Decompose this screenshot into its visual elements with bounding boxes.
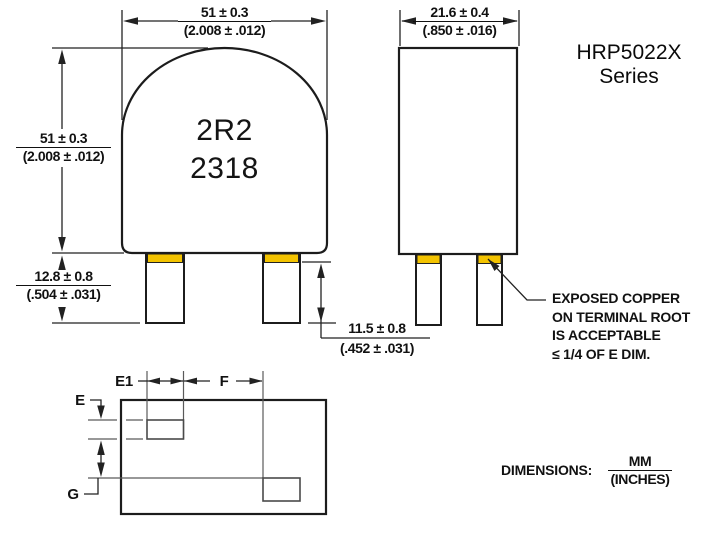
- label-g: G: [67, 486, 79, 503]
- component-marking: 2R2 2318: [122, 112, 327, 188]
- footprint-pad-2: [262, 477, 301, 502]
- series-word: Series: [599, 64, 659, 88]
- dim-mm: 51 ± 0.3: [39, 130, 88, 146]
- side-terminal-right: [476, 253, 503, 326]
- side-copper-left: [416, 254, 441, 264]
- side-body: [397, 46, 519, 256]
- exposed-copper-leader: [487, 258, 546, 301]
- units-inches: (INCHES): [610, 471, 670, 487]
- dimensions-label: DIMENSIONS:: [501, 462, 593, 478]
- label-e: E: [75, 392, 85, 409]
- note-line: EXPOSED COPPER: [552, 290, 680, 306]
- marking-datecode: 2318: [190, 152, 259, 185]
- front-height-dimension: 51 ± 0.3 (2.008 ± .012): [16, 131, 111, 164]
- series-title: HRP5022X Series: [556, 41, 702, 88]
- series-name: HRP5022X: [576, 41, 682, 64]
- fraction-bar: [16, 285, 111, 286]
- front-lead-dimension: 12.8 ± 0.8 (.504 ± .031): [16, 269, 111, 302]
- fraction-bar: [413, 21, 506, 22]
- front-terminal-right: [262, 252, 301, 324]
- arrowhead: [123, 17, 138, 25]
- front-terminal-left: [145, 252, 185, 324]
- footprint-pad-1: [146, 419, 185, 440]
- note-line: IS ACCEPTABLE: [552, 327, 661, 343]
- side-copper-right: [477, 254, 502, 264]
- front-view: [120, 46, 329, 324]
- front-copper-left: [147, 253, 183, 263]
- note-line: ON TERMINAL ROOT: [552, 308, 691, 325]
- fraction-bar: [16, 147, 111, 148]
- units-mm: MM: [628, 453, 652, 469]
- exposed-copper-note: EXPOSED COPPER ON TERMINAL ROOT IS ACCEP…: [552, 289, 690, 363]
- dim-inches: (2.008 ± .012): [22, 148, 105, 164]
- side-view: [397, 46, 519, 326]
- fraction-bar: [178, 21, 271, 22]
- units-fraction: MM (INCHES): [608, 454, 672, 487]
- front-height-dim-lines: [52, 47, 208, 254]
- dim-mm: 21.6 ± 0.4: [430, 4, 489, 20]
- front-lead-dim-lines: [52, 255, 140, 324]
- dim-inches: (.850 ± .016): [422, 22, 497, 38]
- front-width-dimension: 51 ± 0.3 (2.008 ± .012): [178, 5, 271, 38]
- side-terminal-left: [415, 253, 442, 326]
- front-copper-right: [264, 253, 299, 263]
- footprint-view: [84, 371, 328, 516]
- dim-mm: 12.8 ± 0.8: [34, 268, 93, 284]
- front-width-dim-lines: [121, 10, 328, 120]
- front-root-dimension-inches: (.452 ± .031): [339, 340, 415, 356]
- front-root-dim-lines: [302, 261, 430, 339]
- front-root-dimension-mm: 11.5 ± 0.8: [348, 320, 406, 336]
- arrowhead: [311, 17, 326, 25]
- dim-mm: 51 ± 0.3: [200, 4, 249, 20]
- fraction-bar: [608, 470, 672, 471]
- dim-inches: (2.008 ± .012): [183, 22, 266, 38]
- side-width-dimension: 21.6 ± 0.4 (.850 ± .016): [413, 5, 506, 38]
- front-body: [120, 46, 329, 255]
- dim-inches: (.504 ± .031): [26, 286, 101, 302]
- note-line: ≤ 1/4 OF E DIM.: [552, 345, 651, 362]
- label-e1: E1: [115, 373, 133, 390]
- marking-value: 2R2: [196, 114, 253, 147]
- label-f: F: [219, 373, 229, 390]
